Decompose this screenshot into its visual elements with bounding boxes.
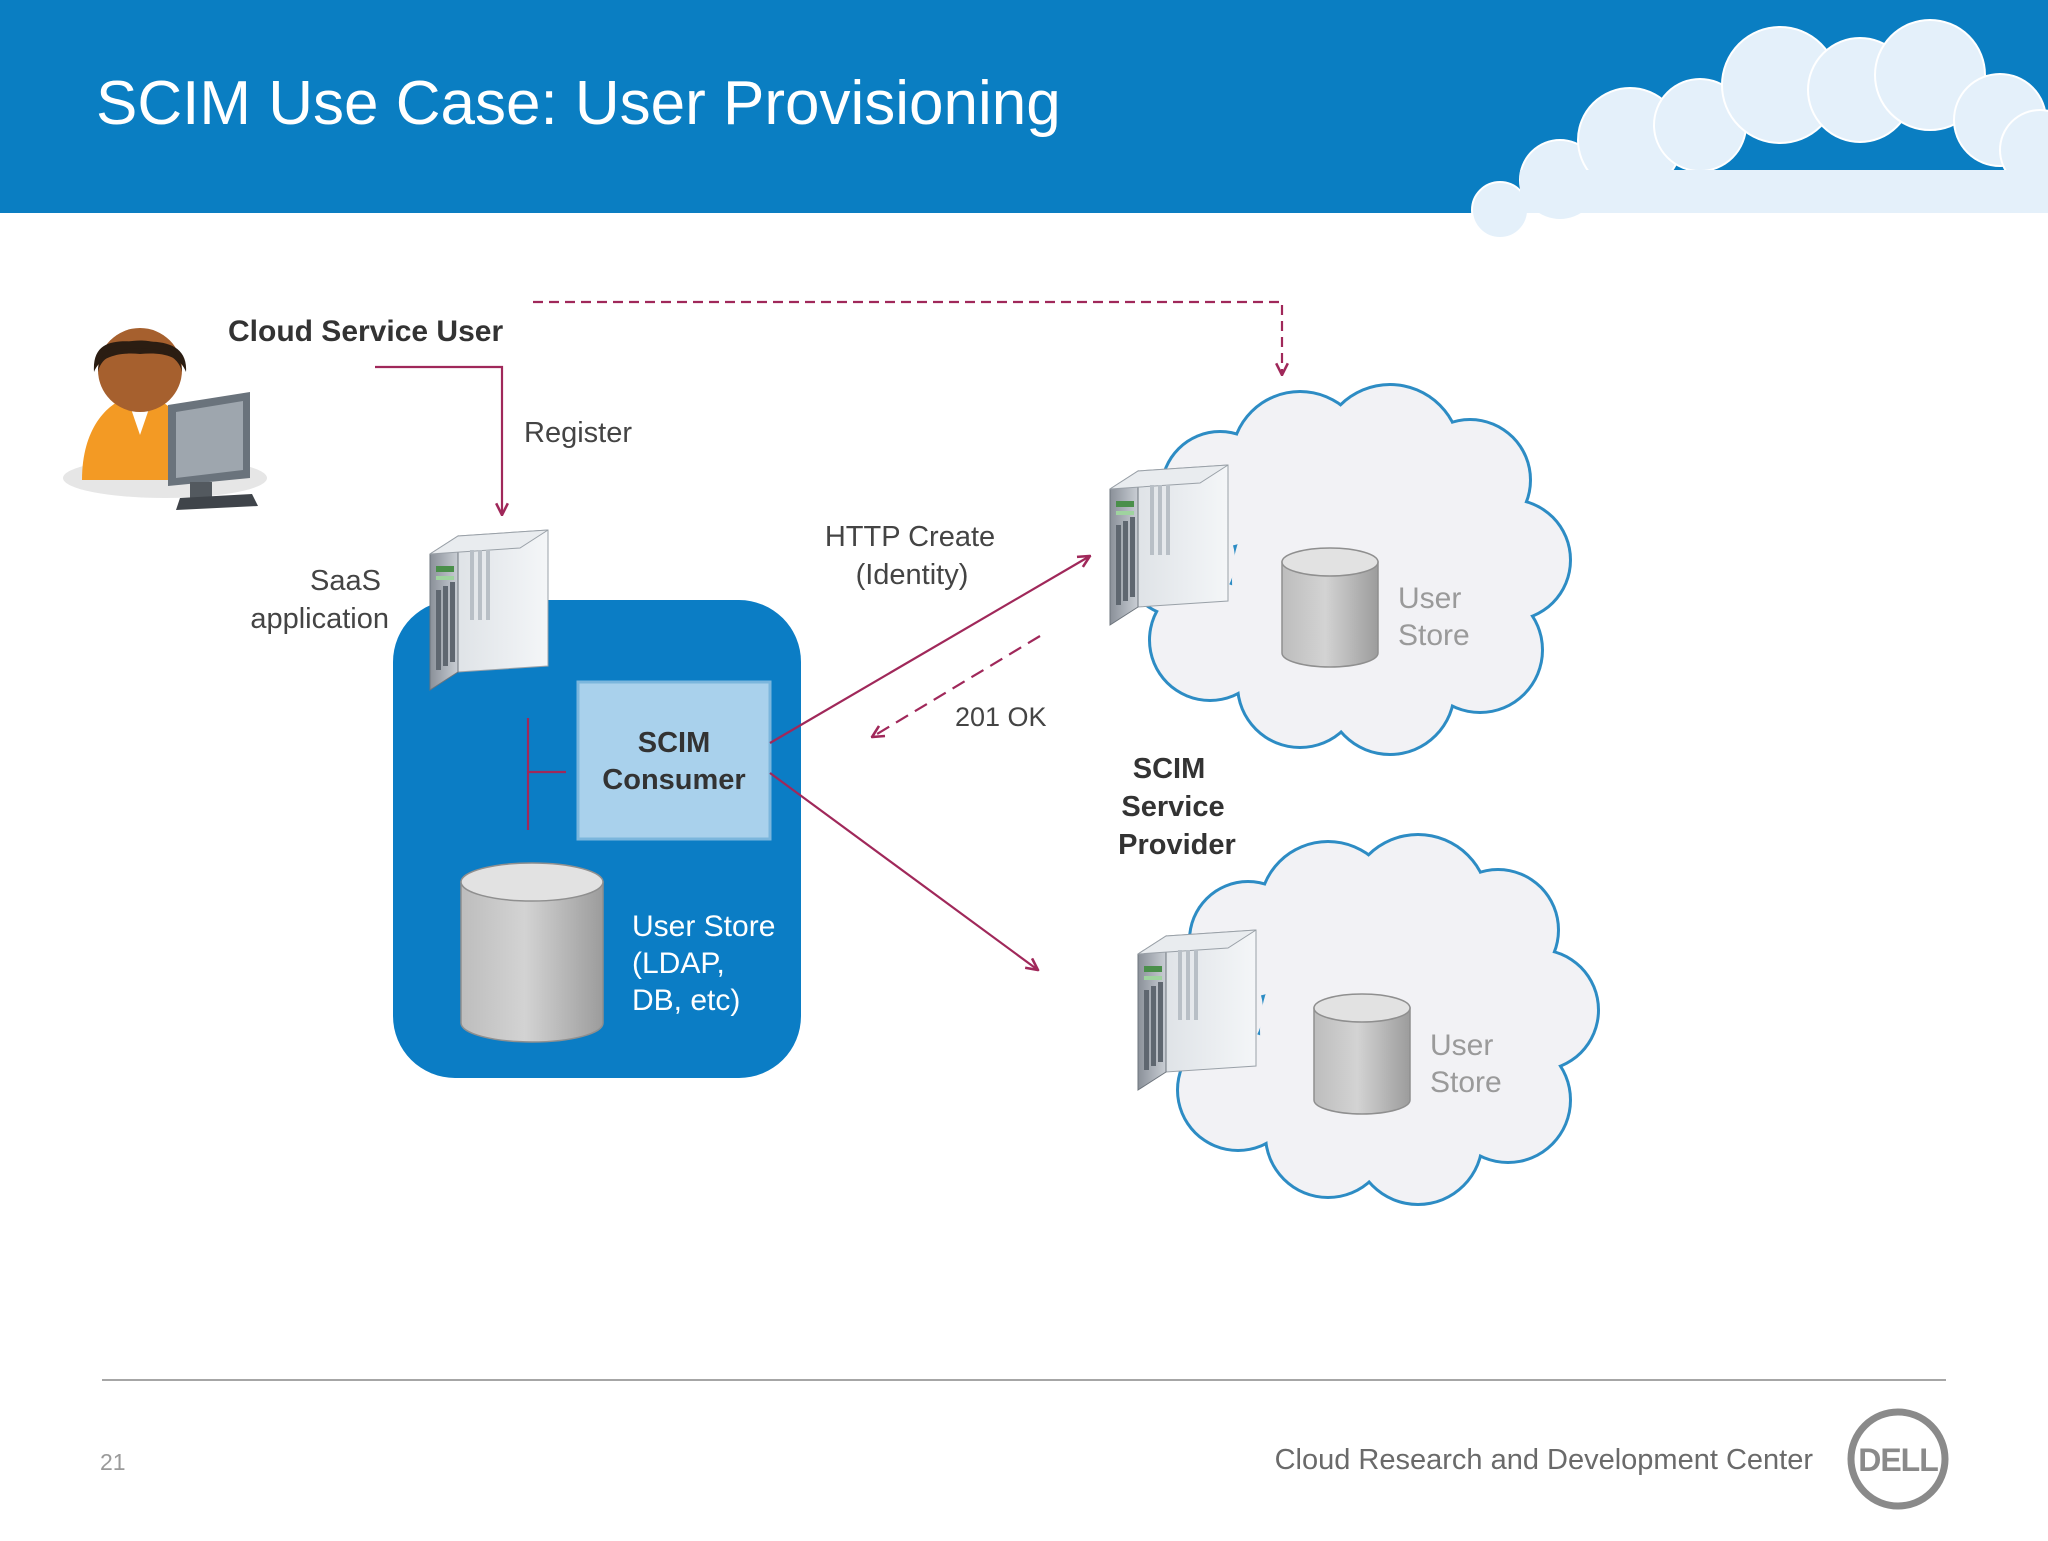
- saas-label-line1: SaaS: [310, 565, 381, 597]
- cloud2-store-line1: User: [1430, 1029, 1493, 1062]
- response-201-arrow: [872, 635, 1041, 737]
- saas-server-icon: [429, 529, 549, 691]
- dell-logo-text: DELL: [1858, 1442, 1938, 1478]
- dashed-notify-arrow: [533, 300, 1282, 375]
- cloud1-store-line2: Store: [1398, 619, 1470, 652]
- provider-server-lower-icon: [1137, 929, 1257, 1091]
- http-create-line1: HTTP Create: [825, 521, 995, 553]
- provider-label-line1: SCIM: [1133, 753, 1206, 785]
- scim-consumer-line1: SCIM: [638, 727, 711, 759]
- cloud2-store-line2: Store: [1430, 1066, 1502, 1099]
- local-store-line2: (LDAP,: [632, 947, 725, 980]
- http-create-arrow-upper: [769, 556, 1090, 744]
- user-at-computer-icon: [63, 328, 267, 510]
- footer-text: Cloud Research and Development Center: [1275, 1444, 1814, 1476]
- register-arrow: [375, 365, 502, 515]
- cloud-service-user-label: Cloud Service User: [228, 315, 503, 348]
- cloud1-store-line1: User: [1398, 582, 1461, 615]
- saas-label-line2: application: [250, 603, 389, 635]
- http-create-arrow-lower: [769, 772, 1038, 970]
- consumer-connector: [526, 718, 566, 830]
- local-store-line1: User Store: [632, 910, 775, 943]
- provider-label-line3: Provider: [1118, 829, 1236, 861]
- scim-consumer-box: [576, 680, 772, 841]
- local-store-line3: DB, etc): [632, 984, 740, 1017]
- dell-logo-icon: DELL: [1847, 1408, 1949, 1510]
- register-label: Register: [524, 417, 632, 449]
- scim-consumer-line2: Consumer: [602, 764, 745, 796]
- header-clouds-icon: [1471, 19, 2048, 239]
- response-201-label: 201 OK: [955, 702, 1047, 732]
- local-user-store-database-icon: [460, 862, 604, 1043]
- http-create-line2: (Identity): [856, 559, 969, 591]
- cloud-user-store-upper-database-icon: [1281, 547, 1379, 668]
- page-number: 21: [100, 1449, 126, 1475]
- slide-title: SCIM Use Case: User Provisioning: [96, 69, 1061, 138]
- cloud-user-store-lower-database-icon: [1313, 993, 1411, 1115]
- provider-label-line2: Service: [1121, 791, 1224, 823]
- provider-server-upper-icon: [1109, 464, 1229, 626]
